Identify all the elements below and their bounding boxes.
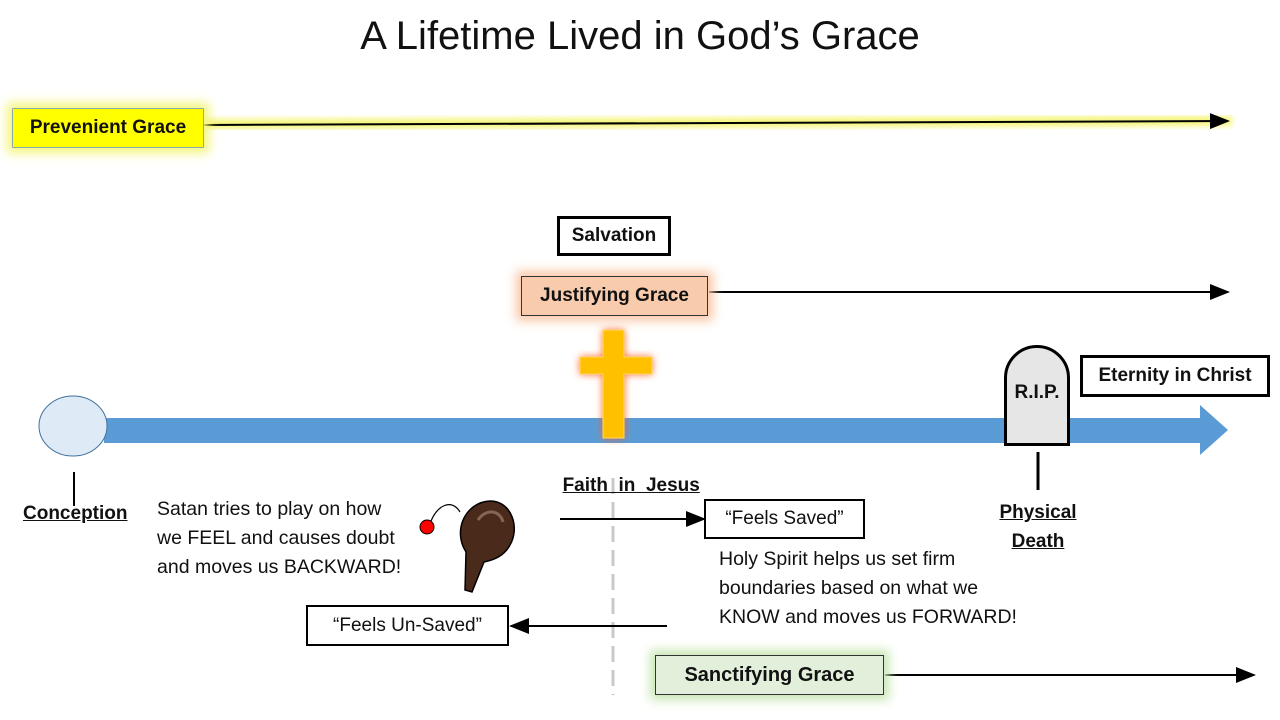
prevenient-arrow — [203, 113, 1230, 130]
paddle-icon — [419, 500, 515, 593]
spirit-line-3: KNOW and moves us FORWARD! — [719, 606, 1017, 628]
physical-death-line1: Physical — [999, 502, 1077, 523]
satan-line-3: and moves us BACKWARD! — [157, 556, 402, 578]
faith-in-jesus-label: Faith in Jesus — [562, 475, 700, 496]
physical-death-line2: Death — [1011, 531, 1065, 552]
holy-spirit-text: Holy Spirit helps us set firm boundaries… — [719, 545, 1017, 632]
feels-unsaved-box: “Feels Un-Saved” — [306, 605, 509, 646]
eternity-in-christ-box: Eternity in Christ — [1080, 355, 1270, 397]
physical-death-label: Physical Death — [997, 498, 1079, 556]
diagram-title: A Lifetime Lived in God’s Grace — [360, 14, 920, 58]
sanctifying-grace-box: Sanctifying Grace — [655, 655, 884, 695]
spirit-line-1: Holy Spirit helps us set firm — [719, 548, 956, 570]
timeline-arrow — [104, 405, 1228, 455]
justifying-grace-box: Justifying Grace — [521, 276, 708, 316]
spirit-line-2: boundaries based on what we — [719, 577, 979, 599]
conception-circle — [38, 395, 108, 457]
cross-icon — [579, 329, 653, 439]
prevenient-grace-box: Prevenient Grace — [12, 108, 204, 148]
satan-line-1: Satan tries to play on how — [157, 498, 382, 520]
conception-label: Conception — [23, 503, 128, 524]
tombstone-label: R.I.P. — [1014, 381, 1060, 403]
satan-text: Satan tries to play on how we FEEL and c… — [157, 495, 401, 582]
satan-line-2: we FEEL and causes doubt — [157, 527, 395, 549]
tombstone-icon: R.I.P. — [1004, 345, 1070, 446]
feels-saved-box: “Feels Saved” — [704, 499, 865, 539]
salvation-box: Salvation — [557, 216, 671, 256]
